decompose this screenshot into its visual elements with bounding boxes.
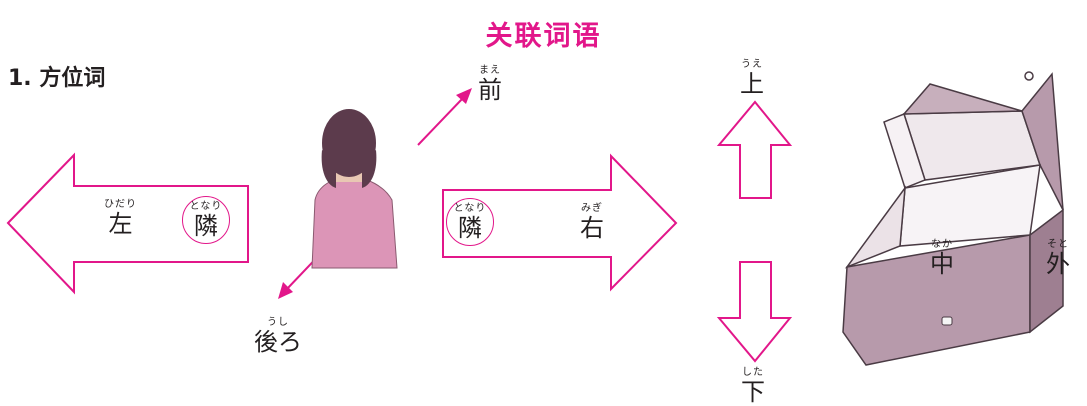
word-neighbor-right: となり 隣 [446, 198, 494, 246]
kanji: 左 [108, 210, 133, 238]
kanji: 隣 [458, 214, 482, 242]
furigana: となり [453, 203, 487, 214]
furigana: ひだり [104, 199, 137, 210]
word-down: した 下 [741, 367, 765, 406]
kanji: 右 [580, 214, 604, 242]
kanji: 中 [930, 250, 954, 278]
furigana: うし [267, 317, 289, 328]
kanji: 外 [1046, 250, 1070, 278]
word-inside: なか 中 [930, 239, 954, 278]
person-back-illustration [311, 109, 398, 269]
up-arrow [716, 100, 793, 199]
kanji: 上 [740, 70, 764, 98]
word-neighbor-left: となり 隣 [182, 196, 230, 244]
left-arrow [6, 152, 249, 295]
furigana: した [742, 367, 764, 378]
front-diagonal-arrow [417, 88, 472, 146]
down-arrow [716, 261, 793, 363]
page-title: 关联词语 [485, 21, 602, 52]
open-box-illustration [842, 71, 1064, 366]
furigana: となり [189, 201, 223, 212]
word-right: みぎ 右 [580, 203, 604, 242]
furigana: そと [1047, 239, 1069, 250]
word-outside: そと 外 [1046, 239, 1070, 278]
furigana: なか [931, 239, 953, 250]
kanji: 後ろ [254, 328, 302, 356]
word-back: うし 後ろ [254, 317, 302, 356]
word-front: まえ 前 [478, 65, 502, 104]
furigana: みぎ [581, 203, 603, 214]
kanji: 前 [478, 76, 502, 104]
word-left: ひだり 左 [104, 199, 137, 238]
right-arrow [442, 153, 678, 292]
kanji: 下 [741, 378, 765, 406]
furigana: うえ [741, 59, 763, 70]
kanji: 隣 [194, 212, 218, 240]
section-heading: 1. 方位词 [8, 66, 106, 91]
word-up: うえ 上 [740, 59, 764, 98]
furigana: まえ [479, 65, 501, 76]
